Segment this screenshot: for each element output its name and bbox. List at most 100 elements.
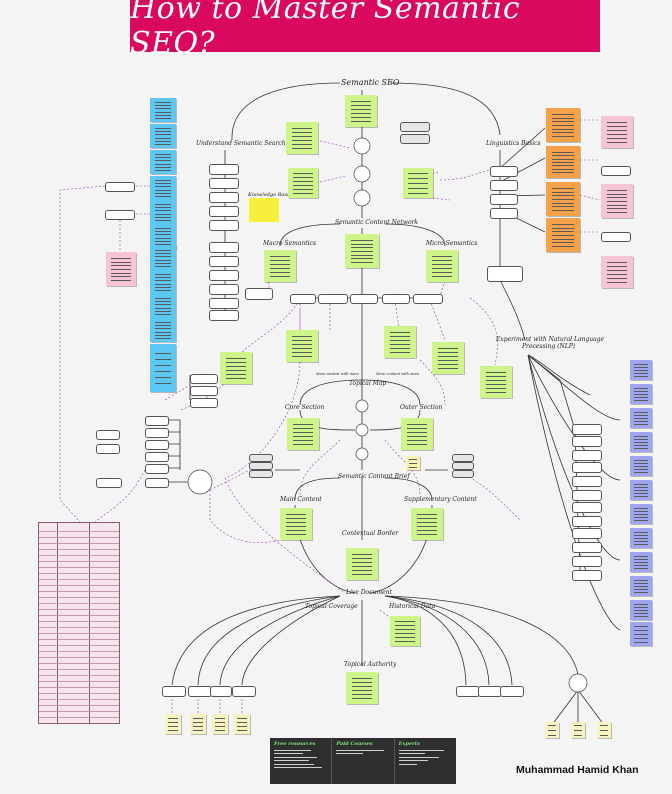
topic-node: [209, 220, 239, 231]
connector: [197, 595, 341, 686]
label-knowledge-base: Knowledge Base: [248, 192, 290, 198]
table-row: [39, 585, 119, 586]
label-supplementary-content: Supplementary Content: [404, 496, 477, 503]
sticky-note: [546, 218, 580, 252]
topic-node: [487, 266, 523, 282]
sticky-note: [406, 456, 420, 470]
table-row: [39, 705, 119, 706]
table-row: [39, 681, 119, 682]
label-experiment-nlp: Experiment with Natural Language: [496, 336, 605, 343]
dashed-link: [299, 439, 421, 496]
sticky-note: [150, 124, 176, 148]
label-outer-section: Outer Section: [400, 404, 443, 411]
topic-node: [96, 430, 120, 440]
table-row: [39, 687, 119, 688]
topic-node: [145, 416, 169, 426]
sticky-note: [426, 250, 458, 282]
sticky-note: [630, 622, 652, 646]
topic-node: [400, 134, 430, 144]
label-contextual-border: Contextual Border: [342, 530, 399, 537]
connector: [499, 127, 546, 233]
dashed-link: [469, 297, 498, 366]
sticky-note: [220, 352, 252, 384]
topic-node: [572, 502, 602, 513]
topic-node: [209, 178, 239, 189]
sticky-note: [630, 384, 652, 404]
sticky-note: [150, 318, 176, 342]
hub-node: [355, 399, 369, 413]
connector: [294, 477, 341, 501]
sticky-note: [286, 122, 318, 154]
hub-node: [353, 165, 371, 183]
label-main-content: Main Content: [280, 496, 322, 503]
dashed-link: [579, 119, 601, 233]
label-topical-authority: Topical Authority: [344, 661, 397, 668]
sticky-note: [390, 616, 420, 646]
label-micro-semantics: Micro Semantics: [426, 240, 478, 247]
resources-panel: Free resources Paid Courses Experts: [270, 738, 456, 784]
topic-node: [190, 374, 218, 384]
label-micro-content-hint: More content with more: [376, 372, 420, 376]
topic-node: [210, 686, 232, 697]
label-historical-data: Historical Data: [389, 603, 436, 610]
author-name: Muhammad Hamid Khan: [516, 764, 639, 776]
topic-node: [209, 206, 239, 217]
sticky-note: [150, 344, 176, 392]
connector: [551, 689, 605, 726]
sticky-note: [150, 200, 176, 224]
topic-node: [209, 298, 239, 309]
topic-node: [245, 288, 273, 300]
table-row: [39, 603, 119, 604]
table-row: [39, 555, 119, 556]
sticky-note: [401, 418, 433, 450]
topic-node: [145, 440, 169, 450]
table-row: [39, 693, 119, 694]
table-row: [39, 663, 119, 664]
topic-node: [452, 470, 474, 478]
connector: [384, 595, 513, 686]
topic-node: [572, 570, 602, 581]
topic-node: [400, 122, 430, 132]
table-row: [39, 579, 119, 580]
topic-node: [318, 294, 348, 304]
dashed-link: [59, 185, 106, 523]
table-column-divider: [57, 523, 58, 723]
table-row: [39, 669, 119, 670]
sticky-note: [190, 714, 206, 734]
paid-courses-column: Paid Courses: [332, 738, 395, 784]
topic-node: [96, 444, 120, 454]
sticky-note: [630, 456, 652, 476]
label-semantic-content-brief: Semantic Content Brief: [338, 473, 410, 480]
label-macro-semantics: Macro Semantics: [263, 240, 317, 247]
topic-node: [601, 232, 631, 242]
topic-node: [572, 516, 602, 527]
topic-node: [478, 686, 502, 697]
label-semantic-seo: Semantic SEO: [341, 78, 400, 87]
sticky-note: [630, 552, 652, 572]
topic-node: [452, 462, 474, 470]
sticky-note: [150, 150, 176, 174]
table-row: [39, 657, 119, 658]
topic-node: [572, 556, 602, 567]
sticky-note: [630, 432, 652, 452]
topic-node: [456, 686, 480, 697]
topic-node: [290, 294, 316, 304]
paid-courses-heading: Paid Courses: [336, 741, 373, 747]
table-row: [39, 567, 119, 568]
table-row: [39, 645, 119, 646]
sticky-note: [546, 108, 580, 142]
table-row: [39, 651, 119, 652]
dashed-link: [439, 169, 496, 181]
table-row: [39, 615, 119, 616]
dashed-link: [164, 384, 191, 401]
sticky-note: [234, 714, 250, 734]
table-row: [39, 717, 119, 718]
topic-node: [145, 428, 169, 438]
topic-node: [249, 470, 273, 478]
connector: [361, 379, 421, 406]
connector: [231, 82, 341, 141]
sticky-note: [601, 184, 633, 218]
experts-heading: Experts: [398, 741, 420, 747]
topic-node: [188, 686, 212, 697]
topic-node: [413, 294, 443, 304]
